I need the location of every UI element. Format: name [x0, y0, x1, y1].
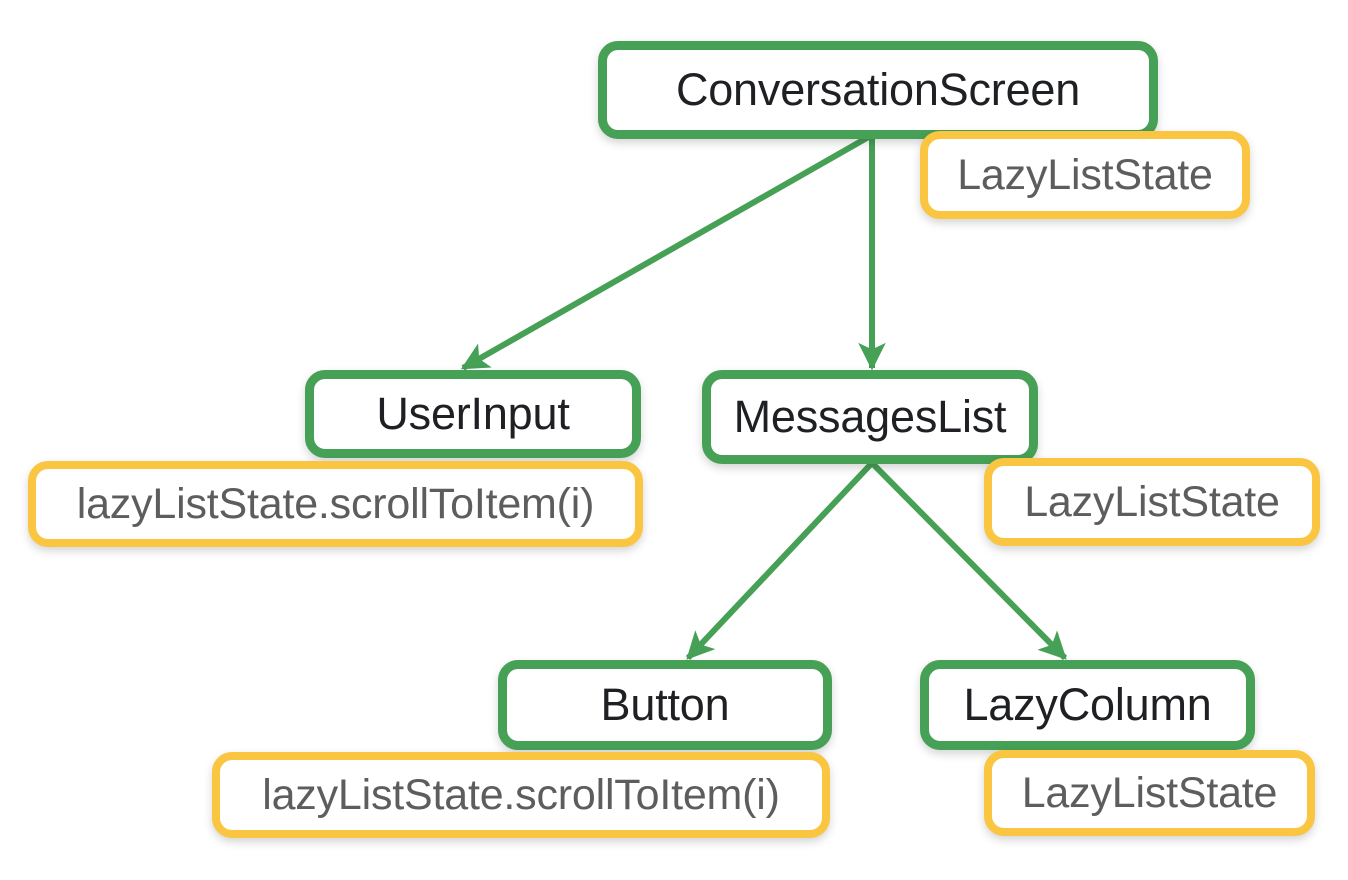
node-label: lazyListState.scrollToItem(i): [262, 770, 780, 819]
node-label: Button: [600, 679, 730, 730]
node-label: UserInput: [376, 388, 570, 439]
node-user-input[interactable]: UserInput: [305, 370, 641, 458]
node-messages-list[interactable]: MessagesList: [702, 370, 1038, 464]
edge-messageslist-to-button: [685, 460, 875, 661]
node-label: LazyListState: [1024, 477, 1280, 526]
node-conversation-screen[interactable]: ConversationScreen: [598, 41, 1158, 139]
node-user-input-state[interactable]: lazyListState.scrollToItem(i): [28, 461, 643, 547]
node-button[interactable]: Button: [498, 660, 832, 750]
node-label: LazyListState: [957, 150, 1213, 199]
node-lazy-column-state[interactable]: LazyListState: [984, 750, 1315, 836]
node-label: LazyListState: [1021, 768, 1278, 817]
node-label: ConversationScreen: [675, 64, 1081, 115]
node-label: lazyListState.scrollToItem(i): [76, 479, 595, 528]
node-button-state[interactable]: lazyListState.scrollToItem(i): [212, 752, 830, 838]
node-messages-list-state[interactable]: LazyListState: [984, 458, 1320, 546]
node-label: LazyColumn: [963, 679, 1212, 730]
edge-conversation-to-userinput: [460, 132, 874, 371]
node-label: MessagesList: [733, 391, 1007, 442]
node-conversation-screen-state[interactable]: LazyListState: [920, 131, 1250, 219]
node-lazy-column[interactable]: LazyColumn: [920, 660, 1255, 750]
